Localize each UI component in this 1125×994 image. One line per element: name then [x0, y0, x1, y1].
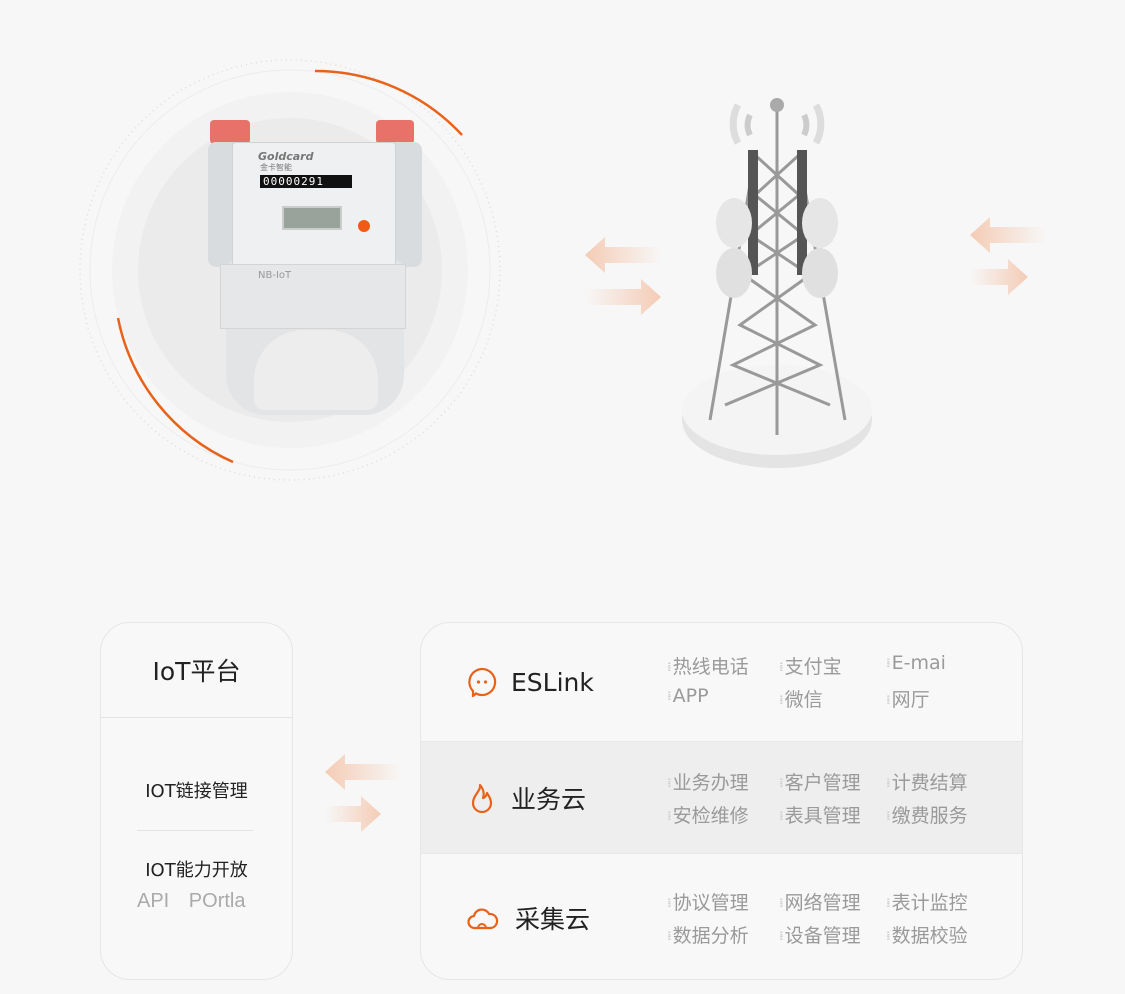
- meter-window: [254, 330, 378, 410]
- cloud-item: 缴费服务: [886, 801, 996, 828]
- cloud-row-eslink: ESLink 热线电话 支付宝 E-mai APP 微信 网厅: [421, 623, 1022, 741]
- iot-platform-title: IoT平台: [101, 623, 292, 718]
- meter-reading: 00000291: [260, 175, 352, 188]
- divider: [137, 830, 253, 831]
- cloud-item: 数据校验: [886, 921, 996, 948]
- iot-platform-card: IoT平台 IOT链接管理 IOT能力开放 API POrtla: [100, 622, 293, 980]
- cloud-items: 业务办理 客户管理 计费结算 安检维修 表具管理 缴费服务: [667, 768, 996, 828]
- chat-bubble-icon: [468, 667, 497, 697]
- cloud-items: 热线电话 支付宝 E-mai APP 微信 网厅: [667, 652, 996, 712]
- exchange-arrows-iot-cloud: [325, 754, 401, 832]
- cloud-item: 网厅: [886, 685, 996, 712]
- cloud-item: 业务办理: [667, 768, 779, 795]
- cloud-item: 支付宝: [779, 652, 886, 679]
- cloud-item: 安检维修: [667, 801, 779, 828]
- cloud-item: 表计监控: [886, 888, 996, 915]
- cloud-items: 协议管理 网络管理 表计监控 数据分析 设备管理 数据校验: [667, 888, 996, 948]
- iot-open-ability: IOT能力开放: [145, 860, 248, 881]
- cloud-item: 数据分析: [667, 921, 779, 948]
- gas-meter-image: Goldcard 金卡智能 00000291 NB-IoT: [208, 120, 422, 415]
- cloud-item: 协议管理: [667, 888, 779, 915]
- cloud-title: ESLink: [511, 667, 594, 697]
- cloud-item: 表具管理: [779, 801, 886, 828]
- exchange-arrows-meter-tower: [585, 237, 661, 315]
- cloud-item: APP: [667, 685, 779, 712]
- meter-brand-cn: 金卡智能: [260, 163, 292, 172]
- cloud-title: 业务云: [511, 784, 587, 814]
- cloud-item: 热线电话: [667, 652, 779, 679]
- cloud-services-card: ESLink 热线电话 支付宝 E-mai APP 微信 网厅 业务云 业务办理…: [420, 622, 1023, 980]
- meter-cap-left: [210, 120, 250, 144]
- meter-lcd: [282, 206, 342, 230]
- meter-face: [232, 142, 396, 267]
- cloud-row-business: 业务云 业务办理 客户管理 计费结算 安检维修 表具管理 缴费服务: [421, 741, 1022, 854]
- cloud-title: 采集云: [515, 904, 591, 934]
- exchange-arrows-tower-cloud: [970, 217, 1046, 295]
- meter-button: [358, 220, 370, 232]
- meter-brand: Goldcard: [258, 150, 314, 163]
- cloud-icon: [467, 907, 499, 929]
- meter-cap-right: [376, 120, 414, 144]
- meter-label: NB-IoT: [258, 270, 292, 281]
- api-portal: API POrtla: [137, 890, 246, 912]
- iot-link-management: IOT链接管理: [145, 781, 248, 802]
- cloud-item: E-mai: [886, 652, 996, 679]
- cloud-item: 网络管理: [779, 888, 886, 915]
- cell-tower-image: [682, 98, 872, 468]
- cloud-item: 计费结算: [886, 768, 996, 795]
- cloud-row-collection: 采集云 协议管理 网络管理 表计监控 数据分析 设备管理 数据校验: [421, 854, 1022, 979]
- meter-label-plate: [220, 264, 406, 329]
- cloud-item: 微信: [779, 685, 886, 712]
- cloud-item: 客户管理: [779, 768, 886, 795]
- cloud-item: 设备管理: [779, 921, 886, 948]
- flame-icon: [471, 783, 493, 813]
